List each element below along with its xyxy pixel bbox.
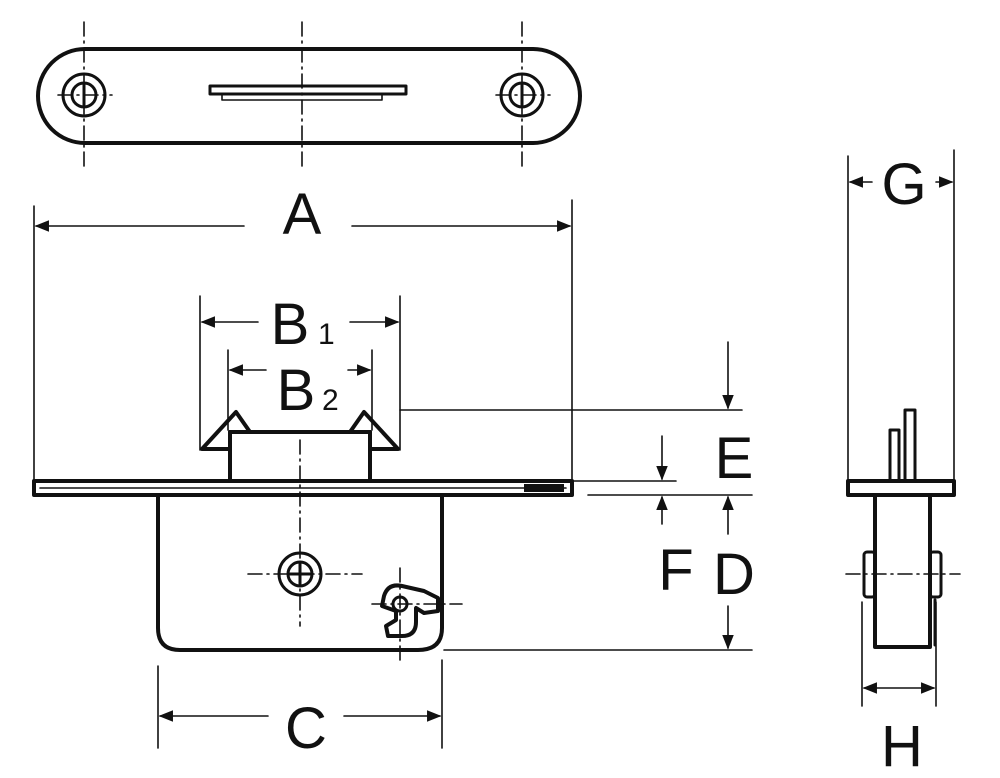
strike-slot <box>208 84 408 96</box>
label-a: A <box>283 182 322 247</box>
latch-bolt <box>200 410 400 483</box>
side-latch-tall <box>903 408 917 483</box>
label-e: E <box>715 426 754 491</box>
label-c: C <box>285 696 327 761</box>
dimension-lines <box>33 149 955 749</box>
strike-plate-top-view <box>36 21 582 169</box>
lock-front-view <box>32 410 574 661</box>
side-case <box>873 493 932 649</box>
dimension-labels: A B 1 B 2 C D E F G H <box>271 152 927 778</box>
label-b1-subscript: 1 <box>318 318 335 351</box>
cylinder-cam <box>380 583 440 638</box>
label-g: G <box>881 152 926 217</box>
lock-case <box>156 493 444 652</box>
label-f: F <box>658 538 693 603</box>
label-b1: B <box>271 292 310 357</box>
lock-side-view <box>845 408 961 649</box>
faceplate-end-block <box>524 484 564 492</box>
side-faceplate <box>846 479 956 497</box>
label-b2-subscript: 2 <box>322 384 339 417</box>
label-h: H <box>881 714 923 778</box>
label-b2: B <box>277 358 316 423</box>
strike-plate-outline <box>36 47 582 145</box>
side-latch-short <box>888 428 901 483</box>
label-d: D <box>713 542 755 607</box>
